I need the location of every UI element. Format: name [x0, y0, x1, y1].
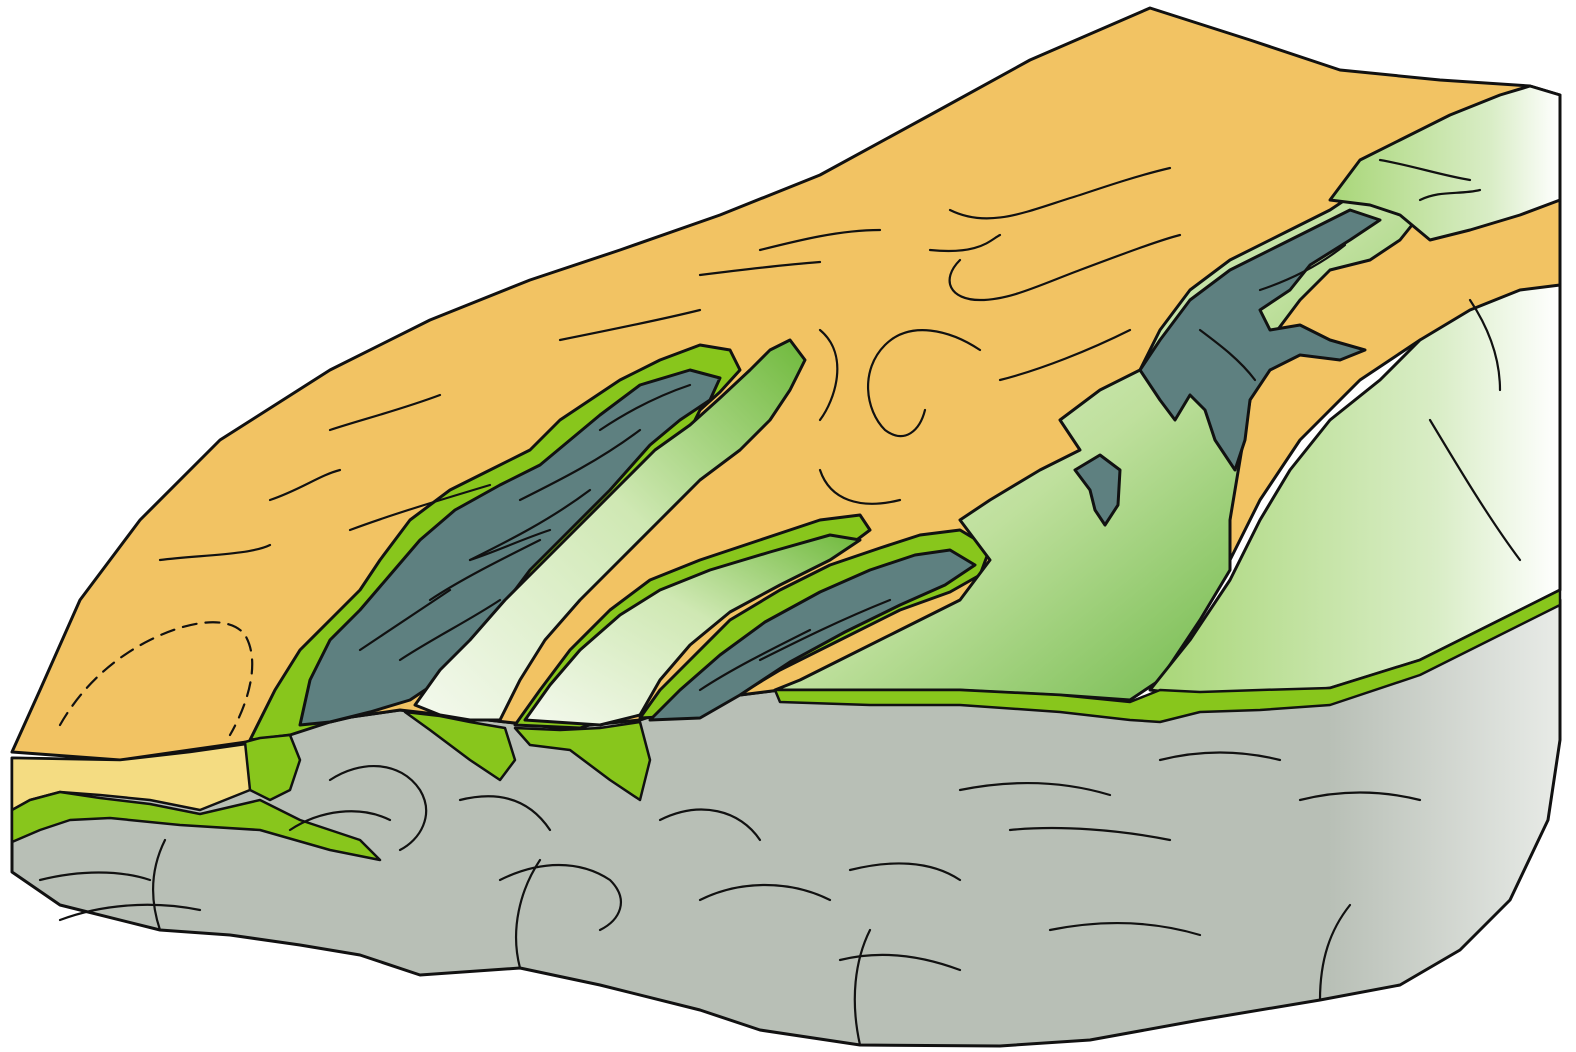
- block-diagram: [0, 0, 1576, 1052]
- diagram-canvas: [0, 0, 1576, 1052]
